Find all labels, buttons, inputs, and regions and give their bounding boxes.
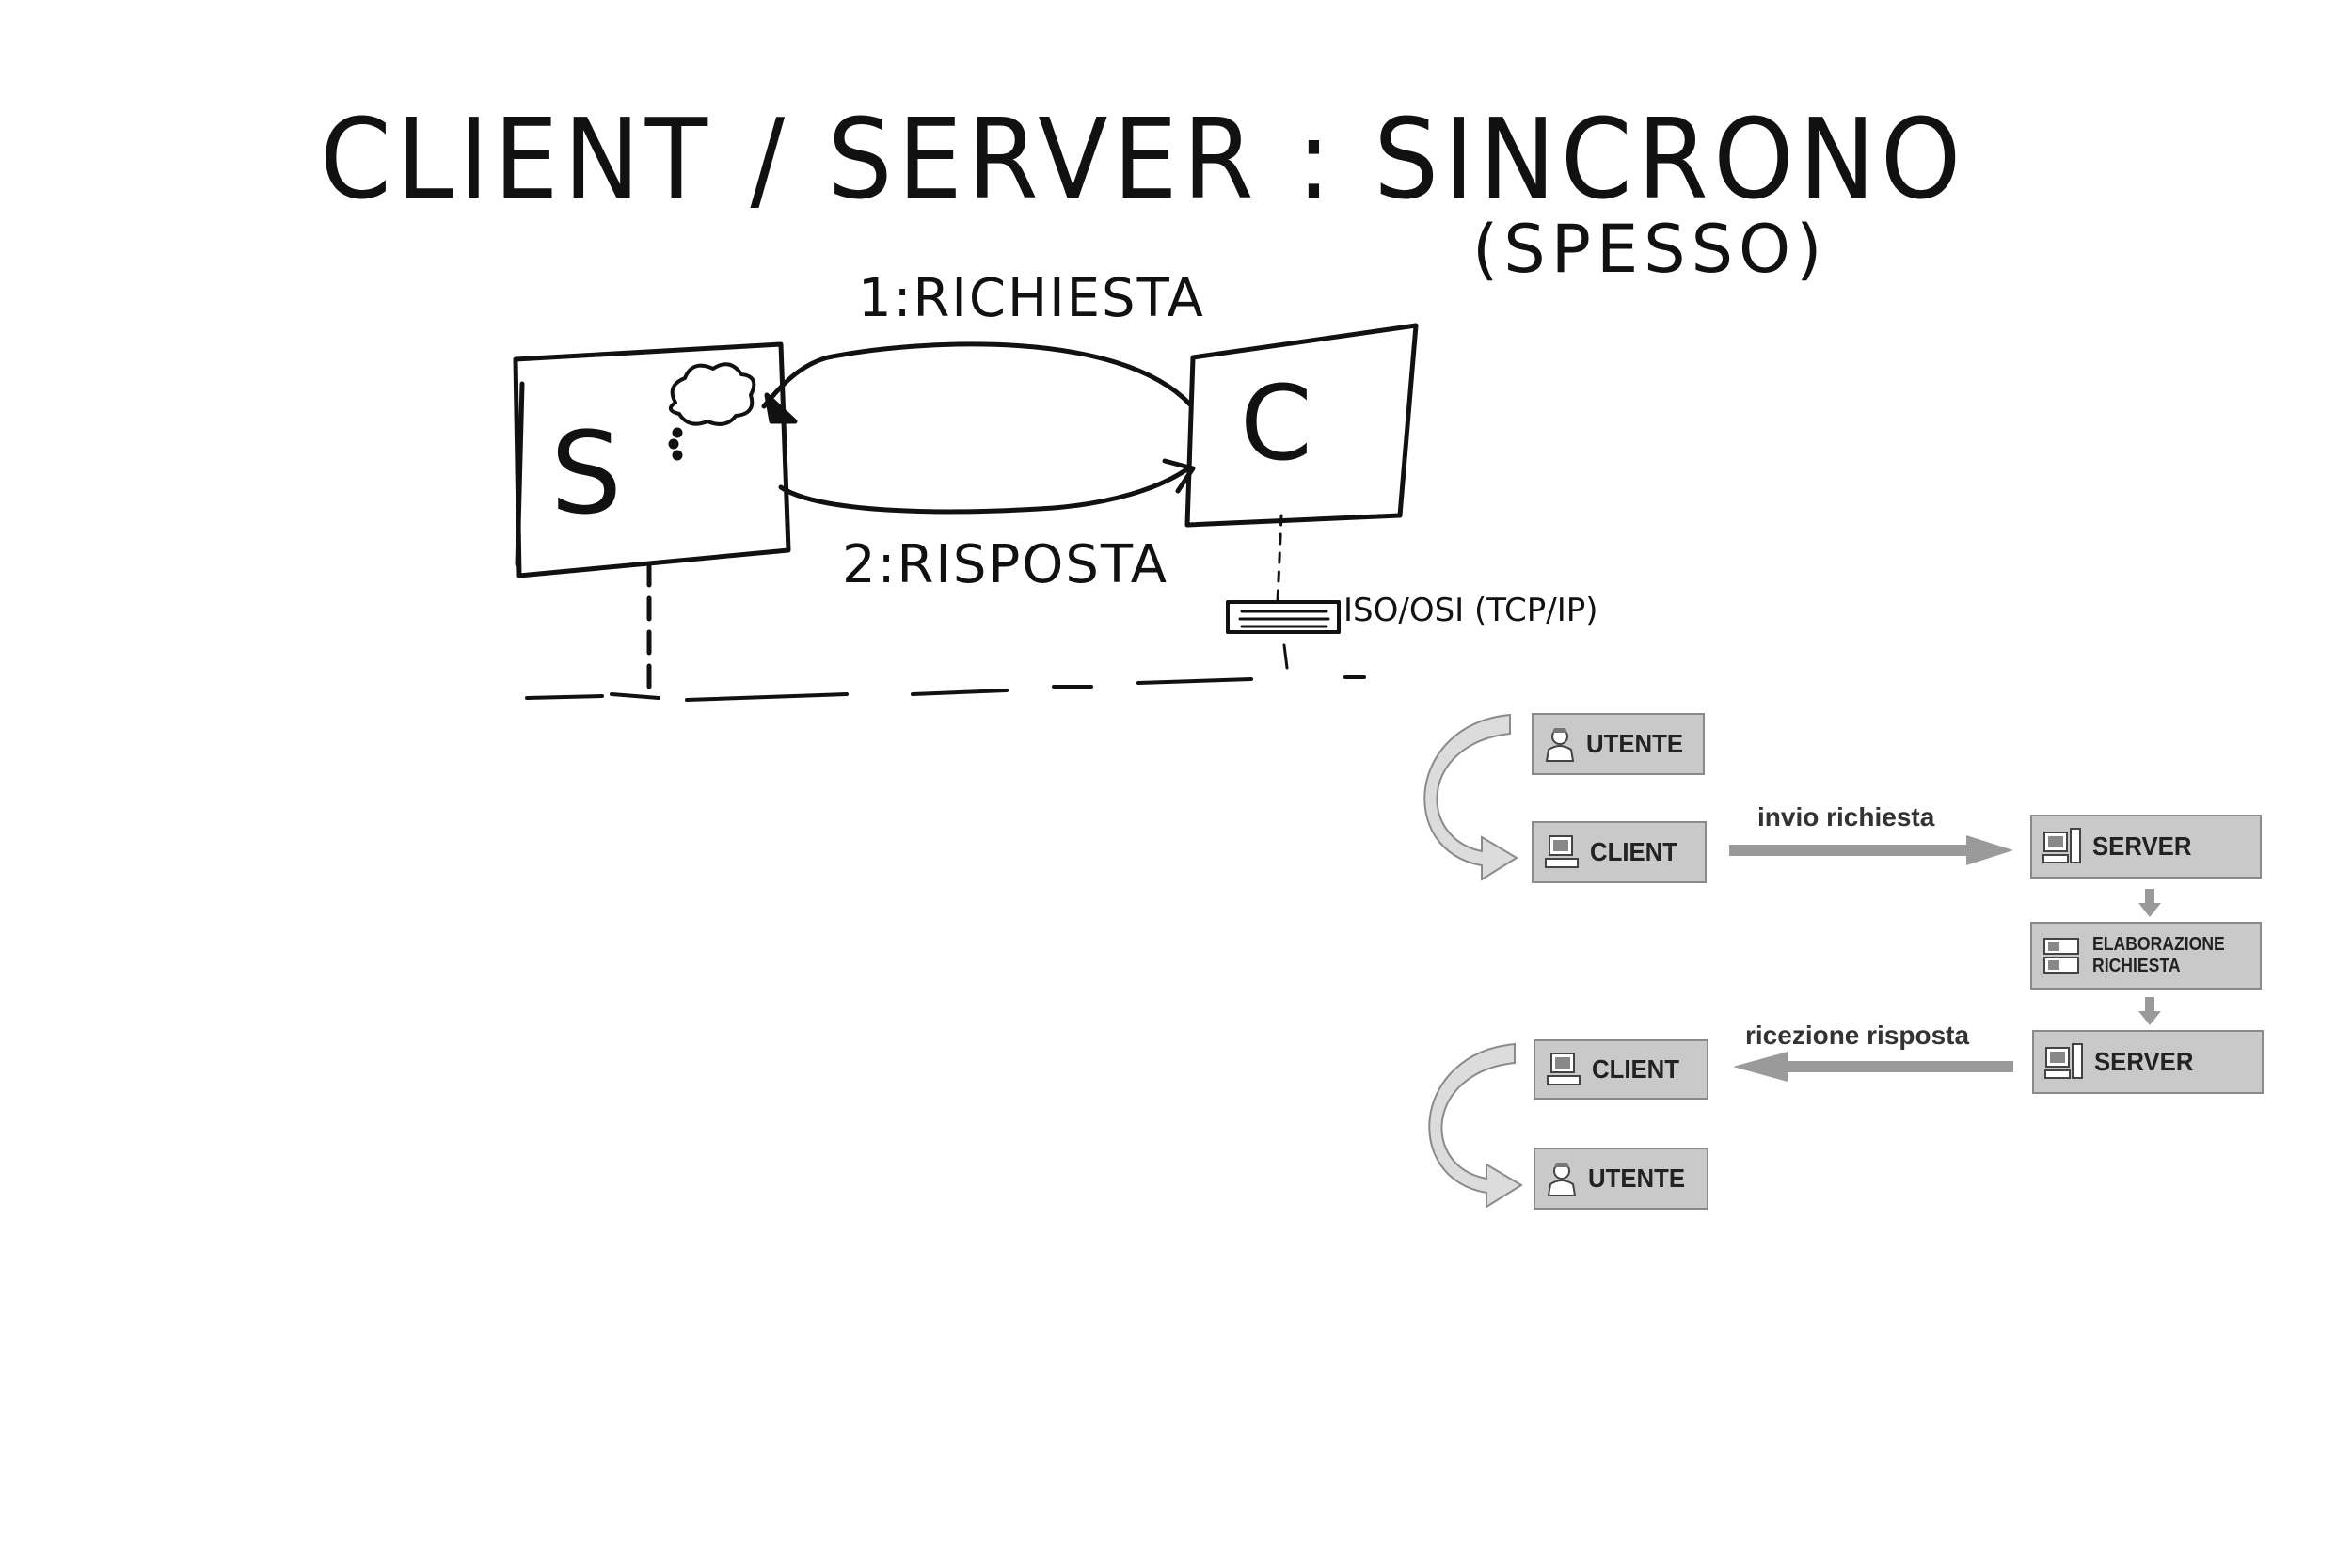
receive-response-arrow <box>1733 1052 2013 1082</box>
client-bottom-box: CLIENT <box>1534 1039 1708 1100</box>
down-arrow-2 <box>2138 997 2161 1025</box>
server-bottom-label: SERVER <box>2094 1047 2194 1076</box>
protocol-stack-icon <box>1226 600 1341 634</box>
client-top-box: CLIENT <box>1532 821 1707 883</box>
page-title: CLIENT / SERVER : SINCRONO <box>320 94 1966 224</box>
thought-cloud <box>668 362 756 426</box>
user-icon <box>1545 728 1575 762</box>
user-icon <box>1547 1163 1577 1196</box>
send-request-arrow <box>1729 835 2013 865</box>
protocol-stack-label: ISO/OSI (TCP/IP) <box>1343 592 1598 629</box>
server-top-label: SERVER <box>2092 832 2192 861</box>
response-arrow <box>778 467 1188 515</box>
send-request-label: invio richiesta <box>1757 802 1935 832</box>
computer-icon <box>1547 1053 1581 1085</box>
server-icon <box>2044 1043 2083 1079</box>
server-box-label: S <box>550 409 623 540</box>
client-box-label: C <box>1240 363 1312 483</box>
processing-icon <box>2043 938 2079 974</box>
client-bottom-label: CLIENT <box>1592 1054 1680 1084</box>
response-label: 2:RISPOSTA <box>842 534 1169 595</box>
curved-arrow-bottom <box>1428 1042 1523 1209</box>
processing-box: ELABORAZIONE RICHIESTA <box>2030 922 2262 990</box>
request-arrow <box>761 341 1193 409</box>
server-icon <box>2042 828 2081 863</box>
request-label: 1:RICHIESTA <box>858 268 1205 329</box>
receive-response-label: ricezione risposta <box>1745 1021 1970 1050</box>
down-arrow-1 <box>2138 889 2161 917</box>
computer-icon <box>1545 835 1579 868</box>
processing-label: ELABORAZIONE RICHIESTA <box>2092 934 2225 976</box>
user-top-label: UTENTE <box>1586 729 1684 758</box>
curved-arrow-top <box>1423 713 1518 881</box>
user-top-box: UTENTE <box>1532 713 1705 775</box>
user-bottom-label: UTENTE <box>1588 1164 1686 1193</box>
server-top-box: SERVER <box>2030 815 2262 879</box>
title-note: (SPESSO) <box>1472 211 1828 288</box>
network-line <box>525 675 1366 702</box>
user-bottom-box: UTENTE <box>1534 1148 1708 1210</box>
server-bottom-box: SERVER <box>2032 1030 2264 1094</box>
client-top-label: CLIENT <box>1590 837 1678 866</box>
